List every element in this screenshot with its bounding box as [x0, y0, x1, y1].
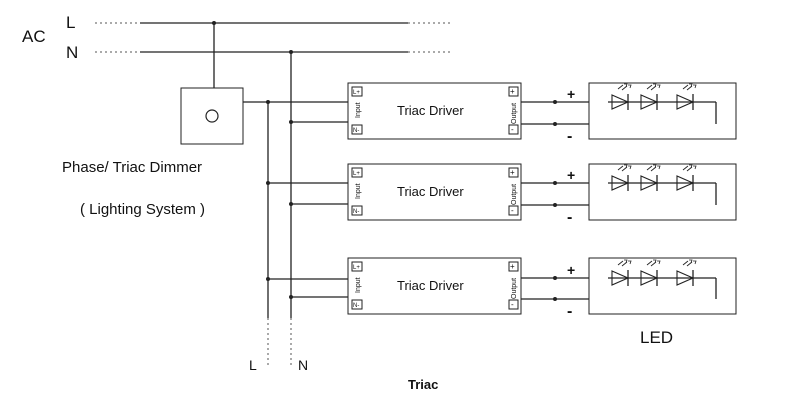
triac-driver-box [347, 163, 522, 221]
driver-row-2: L+ N- Input Triac Driver + - Output + - [266, 163, 737, 226]
led-diode-icon [608, 164, 636, 191]
terminal-n-minus-label: N- [353, 303, 359, 309]
terminal-out-plus [508, 86, 519, 97]
input-label: Input [355, 277, 362, 293]
led-diode-icon [636, 83, 672, 110]
output-label: Output [511, 103, 518, 124]
junction-dot [266, 277, 270, 281]
triac-driver-box [347, 82, 522, 140]
input-label: Input [355, 183, 362, 199]
junction-dot [553, 297, 557, 301]
terminal-n-minus-label: N- [353, 209, 359, 215]
negative-sign: - [567, 303, 572, 320]
junction-dot [212, 21, 216, 25]
dimmer-knob-icon [205, 109, 219, 123]
positive-sign: + [567, 86, 575, 102]
led-panel [588, 257, 737, 315]
negative-sign: - [567, 128, 572, 145]
terminal-l-plus-label: L+ [353, 265, 360, 271]
junction-dot [289, 50, 293, 54]
terminal-l-plus [351, 86, 363, 97]
terminal-n-minus [351, 299, 363, 310]
neutral-label: N [66, 43, 78, 62]
led-diode-icon [608, 83, 636, 110]
junction-dot [266, 181, 270, 185]
ac-label: AC [22, 27, 46, 46]
junction-dot [266, 100, 270, 104]
line-label: L [66, 13, 75, 32]
led-diode-icon [636, 164, 672, 191]
junction-dot [289, 120, 293, 124]
junction-dot [289, 295, 293, 299]
led-label: LED [640, 328, 673, 347]
terminal-out-minus-label: - [511, 206, 514, 215]
terminal-out-minus-label: - [511, 300, 514, 309]
input-label: Input [355, 102, 362, 118]
junction-dot [553, 203, 557, 207]
led-diode-icon [672, 259, 716, 286]
terminal-n-minus [351, 124, 363, 135]
terminal-out-minus [508, 205, 519, 216]
driver-title: Triac Driver [397, 278, 464, 293]
junction-dot [289, 202, 293, 206]
dimmer-label: Phase/ Triac Dimmer [62, 159, 202, 176]
terminal-out-plus-label: + [510, 87, 515, 96]
led-diode-icon [672, 164, 716, 191]
led-diode-icon [672, 83, 716, 110]
terminal-out-plus [508, 261, 519, 272]
terminal-n-minus-label: N- [353, 128, 359, 134]
terminal-out-minus [508, 299, 519, 310]
diagram-caption: Triac [408, 377, 438, 392]
led-panel [588, 82, 737, 140]
driver-title: Triac Driver [397, 103, 464, 118]
bottom-neutral-label: N [298, 357, 308, 373]
terminal-out-minus [508, 124, 519, 135]
terminal-l-plus [351, 167, 363, 178]
led-diode-icon [608, 259, 636, 286]
triac-driver-box [347, 257, 522, 315]
driver-title: Triac Driver [397, 184, 464, 199]
output-label: Output [511, 278, 518, 299]
terminal-out-minus-label: - [511, 125, 514, 134]
terminal-n-minus [351, 205, 363, 216]
terminal-l-plus [351, 261, 363, 272]
terminal-out-plus-label: + [510, 262, 515, 271]
positive-sign: + [567, 167, 575, 183]
junction-dot [553, 100, 557, 104]
junction-dot [553, 181, 557, 185]
terminal-l-plus-label: L+ [353, 90, 360, 96]
junction-dot [553, 276, 557, 280]
output-label: Output [511, 184, 518, 205]
dimmer-box [180, 87, 244, 145]
bottom-line-label: L [249, 357, 257, 373]
negative-sign: - [567, 209, 572, 226]
led-diode-icon [636, 259, 672, 286]
dimmer-sublabel: ( Lighting System ) [80, 201, 205, 218]
led-panel [588, 163, 737, 221]
terminal-l-plus-label: L+ [353, 171, 360, 177]
driver-row-3: L+ N- Input Triac Driver + - Output + - [266, 257, 737, 320]
terminal-out-plus [508, 167, 519, 178]
driver-row-1: L+ N- Input Triac Driver + - Output + - [289, 82, 737, 145]
junction-dot [553, 122, 557, 126]
terminal-out-plus-label: + [510, 168, 515, 177]
positive-sign: + [567, 262, 575, 278]
